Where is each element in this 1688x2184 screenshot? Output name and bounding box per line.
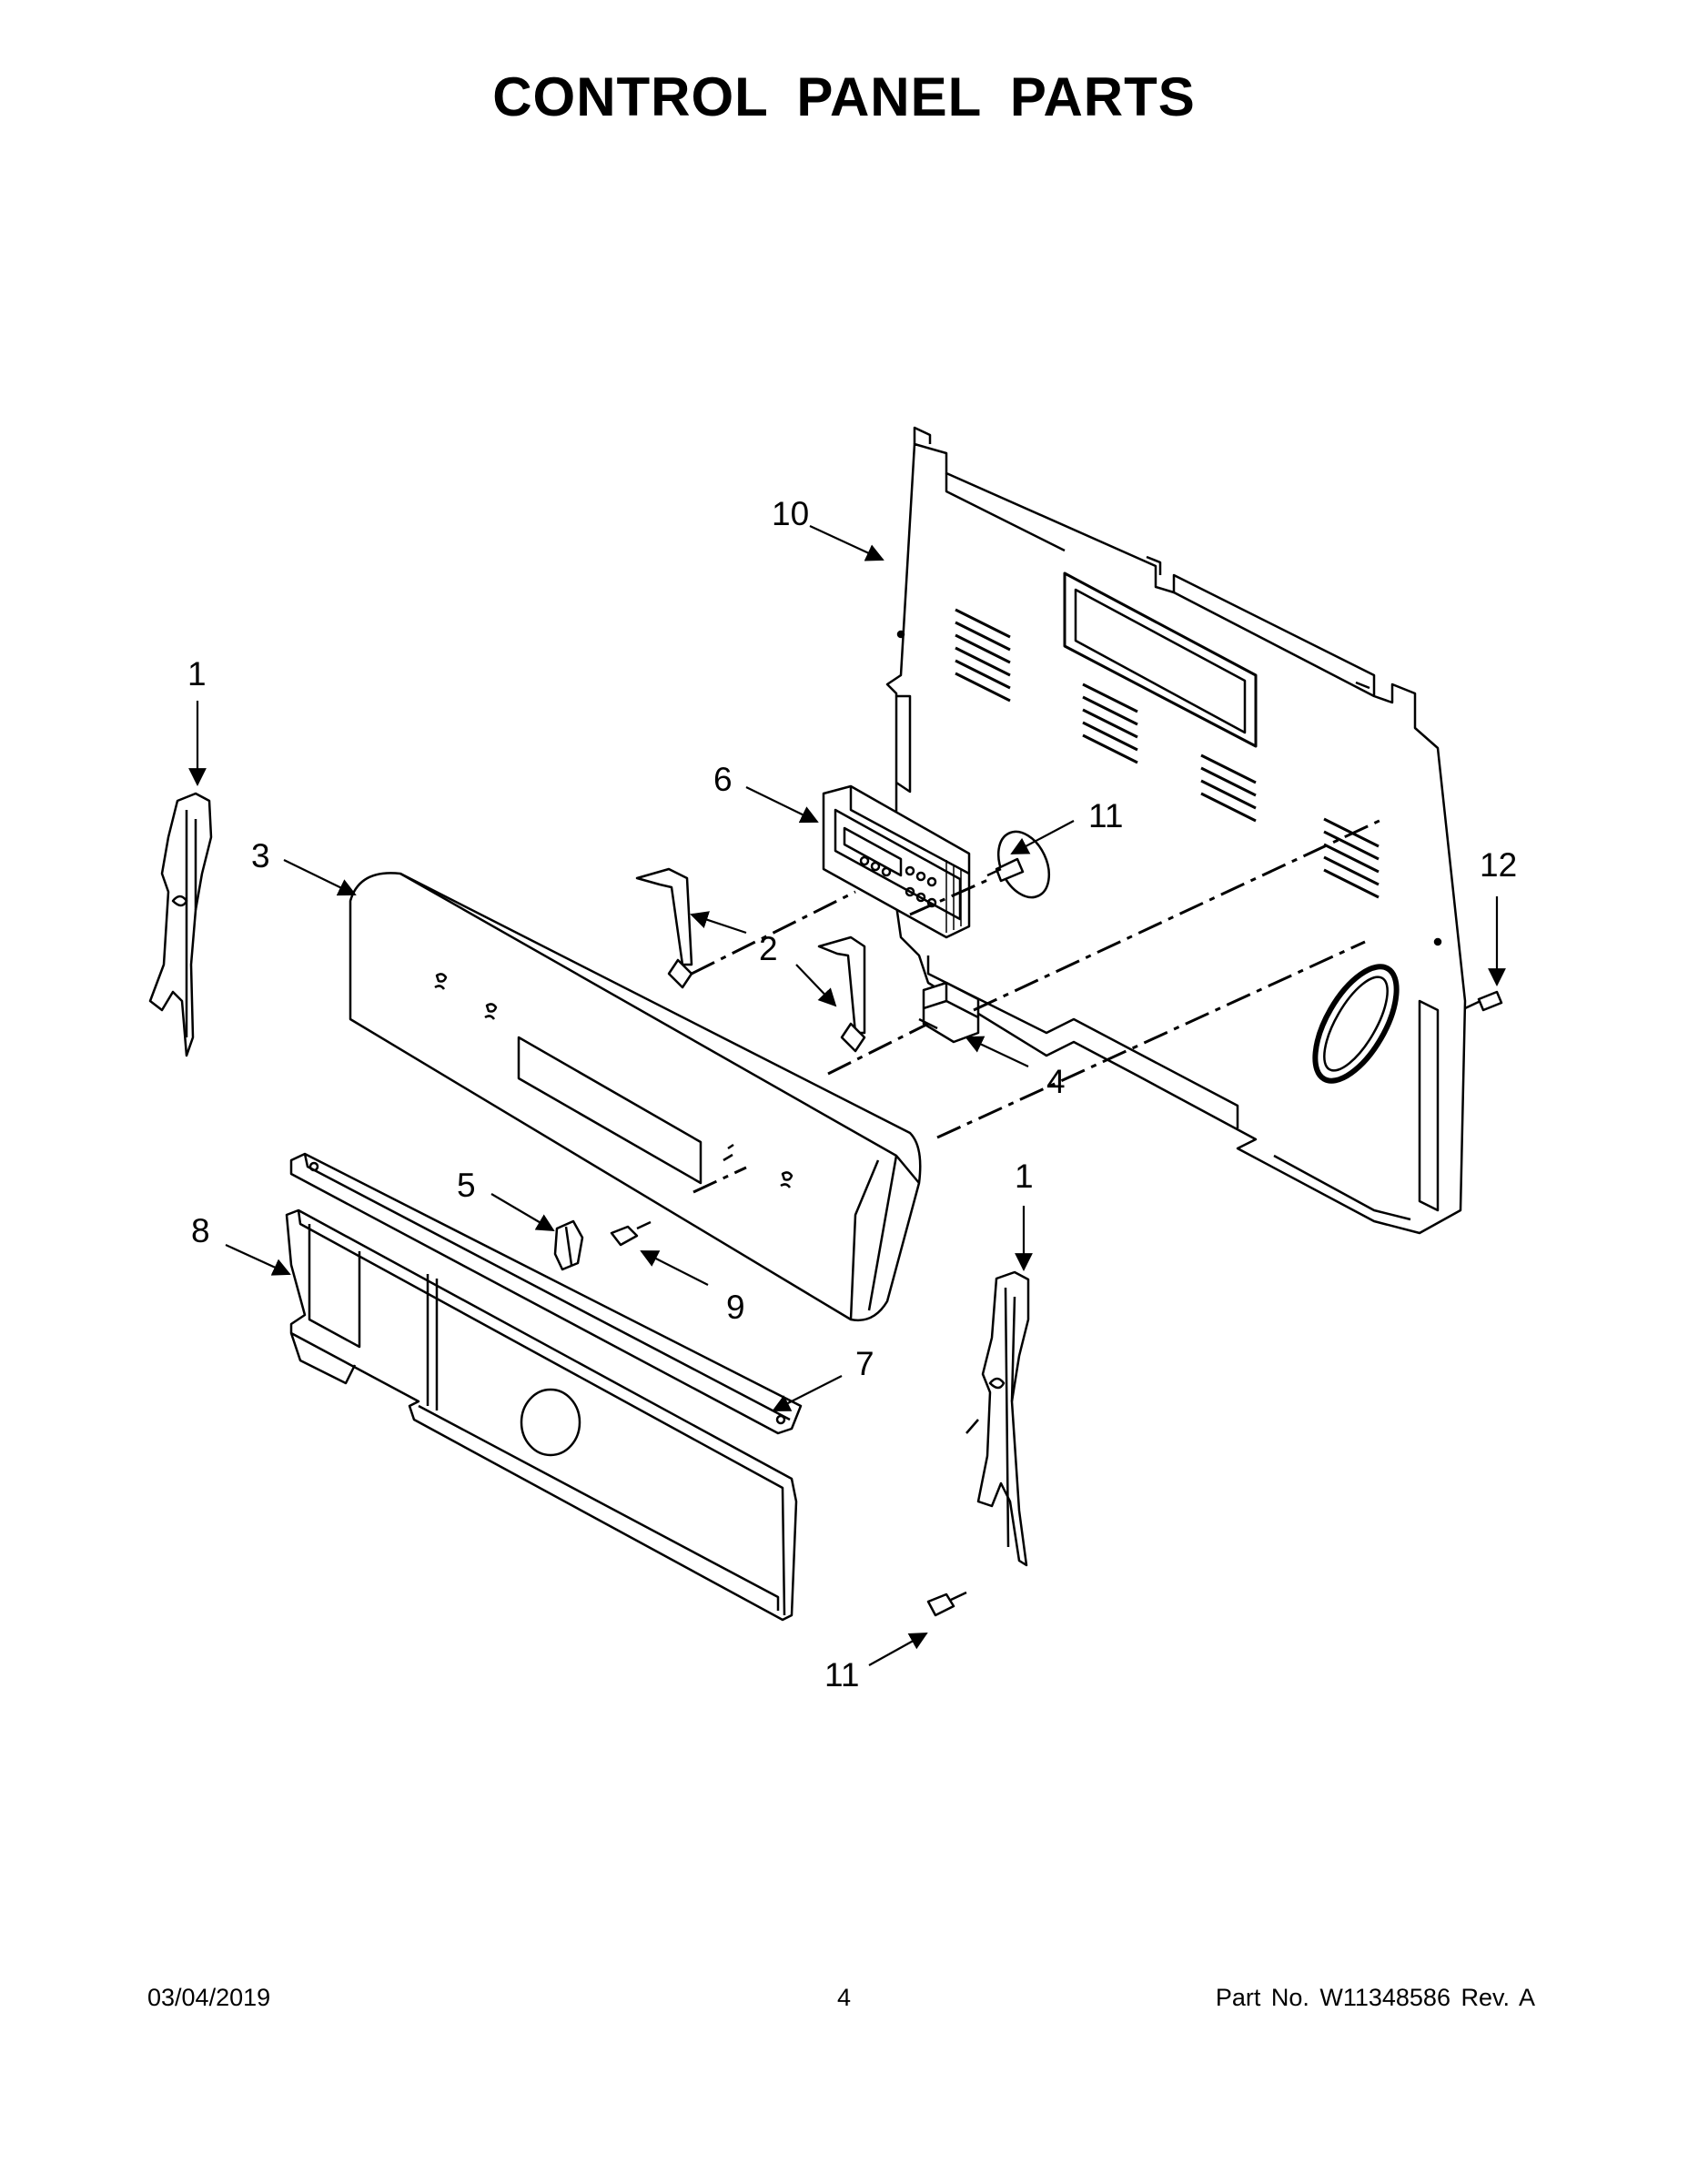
alignment-line [691,890,856,976]
footer-date: 03/04/2019 [147,1984,271,2011]
rear-control-panel-part [885,426,1467,1235]
manifold-panel-part [285,1208,798,1622]
callout-bottom-screw: 11 [824,1656,860,1694]
knob-part [553,1219,584,1271]
bumper-part [610,1220,652,1247]
alignment-line [973,817,1384,1012]
side-screw-part [1464,990,1503,1012]
callout-end-cap-right: 1 [1015,1158,1034,1195]
leader-arrow [1010,820,1075,854]
callout-console: 3 [251,837,270,875]
leader-arrow [690,911,747,935]
callout-switch: 4 [1046,1063,1066,1100]
switch-part [918,981,980,1044]
callout-control-board: 6 [713,761,733,798]
page-title: CONTROL PANEL PARTS [492,66,1196,127]
leader-arrow [868,1633,928,1666]
leader-arrow [490,1193,555,1232]
leader-arrow [640,1250,709,1286]
alignment-line [827,1022,929,1076]
callout-knob: 5 [457,1167,476,1204]
board-screw-part [986,830,1051,899]
callout-side-screw: 12 [1480,846,1518,884]
callout-manifold-panel: 8 [191,1212,210,1249]
leader-arrow [283,859,357,896]
end-cap-left-part [148,792,213,1057]
leader-arrow [795,964,837,1007]
control-bracket-part [635,867,866,1053]
callout-board-screw: 11 [1088,797,1124,834]
leader-arrow [745,786,819,824]
leader-arrow [965,1036,1029,1067]
end-cap-right-part [965,1270,1030,1567]
alignment-line [909,876,993,916]
callout-end-cap-left: 1 [187,655,207,693]
callout-bracket: 2 [759,930,778,967]
callout-bumper: 9 [726,1289,745,1326]
footer-part-number: Part No. W11348586 Rev. A [1215,1984,1535,2011]
trim-part [289,1152,803,1435]
electronic-control-board-part [822,784,971,939]
callout-rear-panel: 10 [772,495,810,532]
alignment-line [936,940,1366,1139]
console-part [349,872,922,1322]
leader-arrow [809,525,884,561]
leader-arrow [225,1243,291,1276]
callout-trim: 7 [855,1345,874,1382]
alignment-line [692,1166,747,1194]
footer-page-number: 4 [836,1984,852,2011]
leader-arrow [772,1375,843,1411]
bottom-screw-part [926,1591,967,1617]
